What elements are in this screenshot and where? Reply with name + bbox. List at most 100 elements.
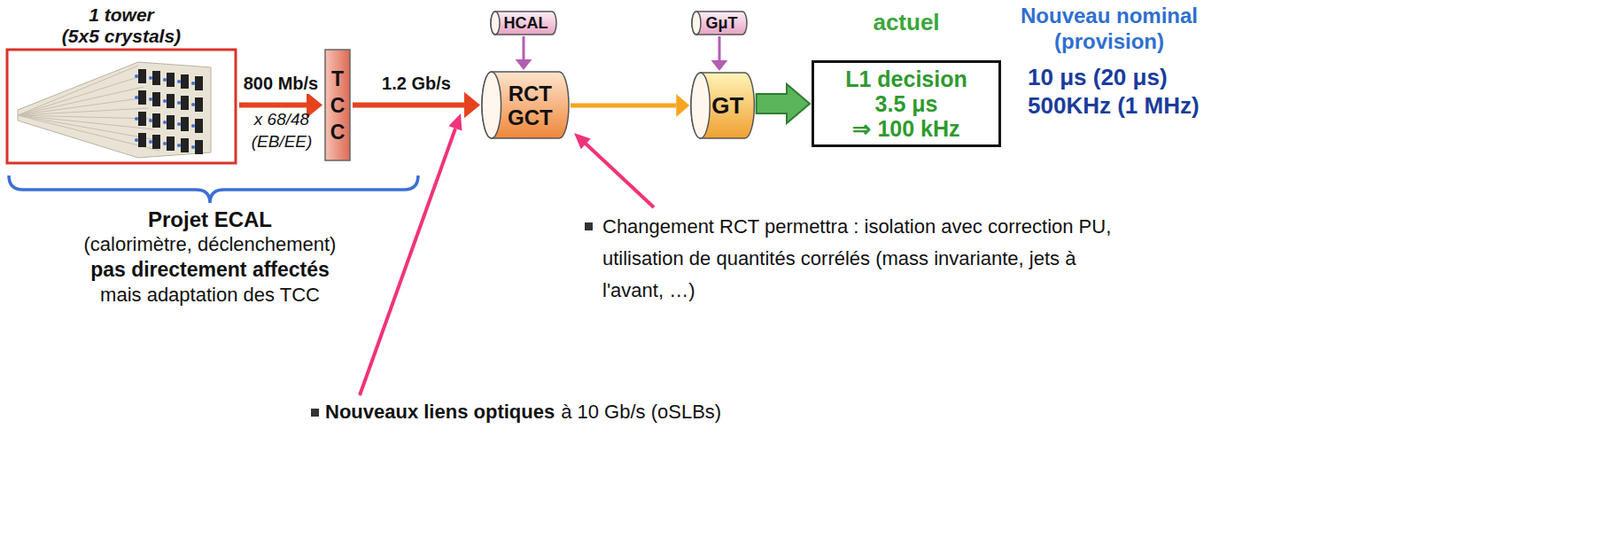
cylinder-body [691,11,747,35]
connector-dot [163,99,167,103]
cylinder-end [490,11,500,35]
rate-label: 800 Mb/s [240,73,321,94]
connector-dot [191,145,195,149]
cylinder-body [490,11,557,35]
connector-dot [191,102,195,107]
node-text-group: T C C [324,48,351,162]
block-arrow-shape [756,84,810,124]
cylinder-end [691,11,701,35]
latency-value: 10 μs (20 μs) [1027,63,1168,92]
readout-chip [180,95,189,110]
cylinder-end [481,71,502,139]
tower-module: 1 tower(5x5 crystals) [5,3,238,165]
readout-chip [152,134,161,149]
readout-chip [194,76,203,91]
rct-gct-processor: RCT GCT [481,70,569,140]
readout-chip [166,115,175,130]
cylinder-end [691,72,710,139]
node-text-group: HCAL [490,10,557,36]
arrowhead [515,59,533,70]
node-label: 1 tower [88,4,155,26]
tower-outline [5,47,238,165]
readout-chip [152,92,161,107]
project-note: (calorimètre, déclenchement) [84,233,337,257]
section-heading: actuel [811,8,1002,37]
node-text-group: GT [691,71,754,140]
link-count: x 68/48 [254,109,310,130]
rate-value: 500KHz (1 MHz) [1027,92,1200,120]
readout-chip [152,113,161,128]
connector-dot [177,143,181,148]
readout-chip [180,116,189,132]
readout-chip [138,69,147,84]
connector-dot [134,95,139,100]
node-text-group: GμT [691,10,747,36]
readout-chip [180,138,189,153]
rate-label: 1.2 Gb/s [379,73,454,94]
signal-arrow [352,92,481,119]
bullet-note: Changement RCT permettra : isolation ave… [602,210,1126,307]
heading-text: Nouveau nominal [1020,3,1198,29]
connector-dot [134,138,139,142]
node-label: HCAL [504,14,549,33]
cylinder-body [481,71,569,139]
connector-dot [177,122,181,126]
bullet-note: Nouveaux liens optiques [325,400,555,424]
node-label: ⇒ 100 kHz [852,116,960,141]
bullet-square [310,408,319,417]
node-text-group: RCT GCT [481,70,569,140]
l1-decision-box: actuelL1 decision3.5 μs⇒ 100 kHz [811,60,1002,148]
crystal-edge [17,115,157,140]
hcal-input: HCAL [490,10,557,36]
arrowhead [464,92,481,119]
readout-chip [166,136,175,151]
readout-chip [138,111,147,126]
connector-dot [148,97,153,101]
connector-dot [163,120,167,125]
crystal-edge [17,86,144,116]
cylinder-body [691,72,754,139]
connector-dot [191,124,195,128]
readout-chip [180,74,189,89]
gt-processor: GT [691,71,754,140]
node-label: GμT [705,14,738,33]
callout-arrow [359,128,456,396]
bullet-square [584,222,593,231]
connector-dot [163,77,167,82]
crystal-edge [17,97,147,116]
crystal-fan [17,62,211,158]
tcc-board: T C C [324,48,351,162]
connector-line [718,36,722,61]
connector-line [570,103,676,109]
connector-line [522,36,526,60]
connector-dot [134,74,139,78]
project-title: Projet ECAL [147,207,272,233]
readout-chip [194,118,203,133]
readout-chip [152,70,161,86]
callout-arrow [585,143,654,208]
connector-dot [177,79,181,84]
node-label: (5x5 crystals) [62,25,181,47]
signal-arrow [570,93,690,117]
node-label: RCT GCT [507,81,553,130]
gmt-input: GμT [691,10,747,36]
signal-arrow [711,36,729,71]
readout-chip [138,132,147,148]
crystal-edge [17,108,149,116]
decision-box [813,62,1001,147]
connector-dot [163,141,167,146]
callout-arrowhead [448,113,462,132]
bullet-note: à 10 Gb/s (oSLBs) [560,400,722,424]
connector-dot [177,100,181,105]
node-label: 3.5 μs [875,91,939,117]
project-note: mais adaptation des TCC [100,283,320,307]
connector-line [239,102,307,109]
signal-arrow [515,36,533,70]
connector-dot [148,76,153,80]
readout-chip [166,72,175,87]
node-label: GT [711,92,744,120]
connector-dot [148,118,153,123]
crystal-edge [17,65,139,116]
link-note: (EB/EE) [251,132,313,152]
